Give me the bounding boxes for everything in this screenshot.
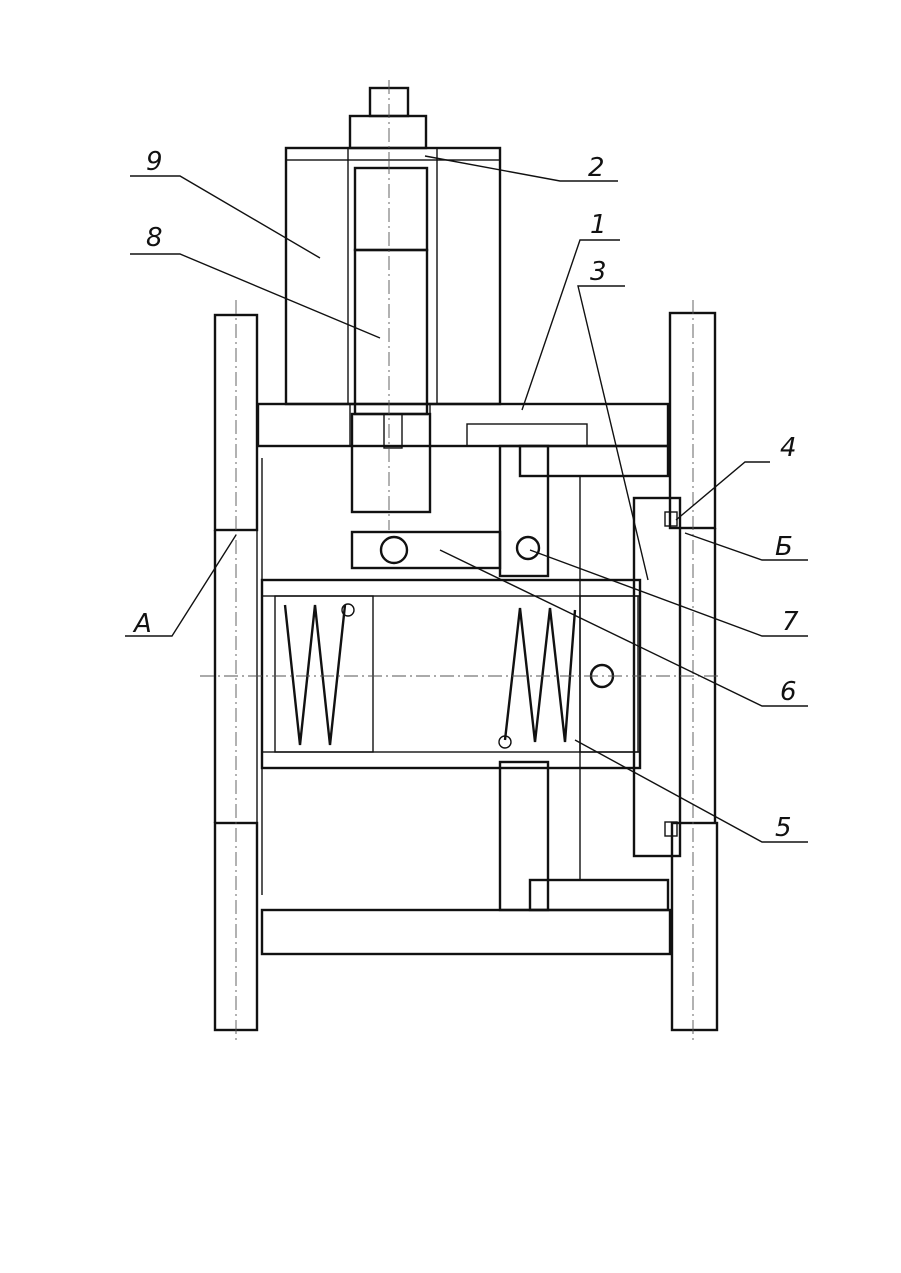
top-plate <box>258 404 668 446</box>
lower-bracket <box>530 880 668 910</box>
bottom-plate <box>262 910 670 954</box>
label-part-3: 3 <box>590 257 607 287</box>
right-spring <box>499 608 575 748</box>
label-zone-b: Б <box>775 532 793 562</box>
label-zone-a: A <box>132 609 152 639</box>
link-arm <box>352 532 539 568</box>
label-part-1: 1 <box>590 210 607 240</box>
top-bolt <box>350 80 426 160</box>
label-part-2: 2 <box>588 153 605 183</box>
leader-lines <box>125 156 808 842</box>
centre-lines <box>200 160 720 1040</box>
left-spring <box>285 604 354 745</box>
spring-cage <box>262 580 640 768</box>
label-part-5: 5 <box>775 813 792 843</box>
label-part-8: 8 <box>146 223 163 253</box>
label-part-6: 6 <box>780 677 797 707</box>
upper-bracket <box>520 446 668 476</box>
solenoid-coil <box>286 148 500 404</box>
label-part-9: 9 <box>146 147 163 177</box>
right-outer-wall <box>670 313 717 1030</box>
label-part-4: 4 <box>780 433 797 463</box>
plunger <box>352 168 430 512</box>
label-part-7: 7 <box>782 607 799 637</box>
